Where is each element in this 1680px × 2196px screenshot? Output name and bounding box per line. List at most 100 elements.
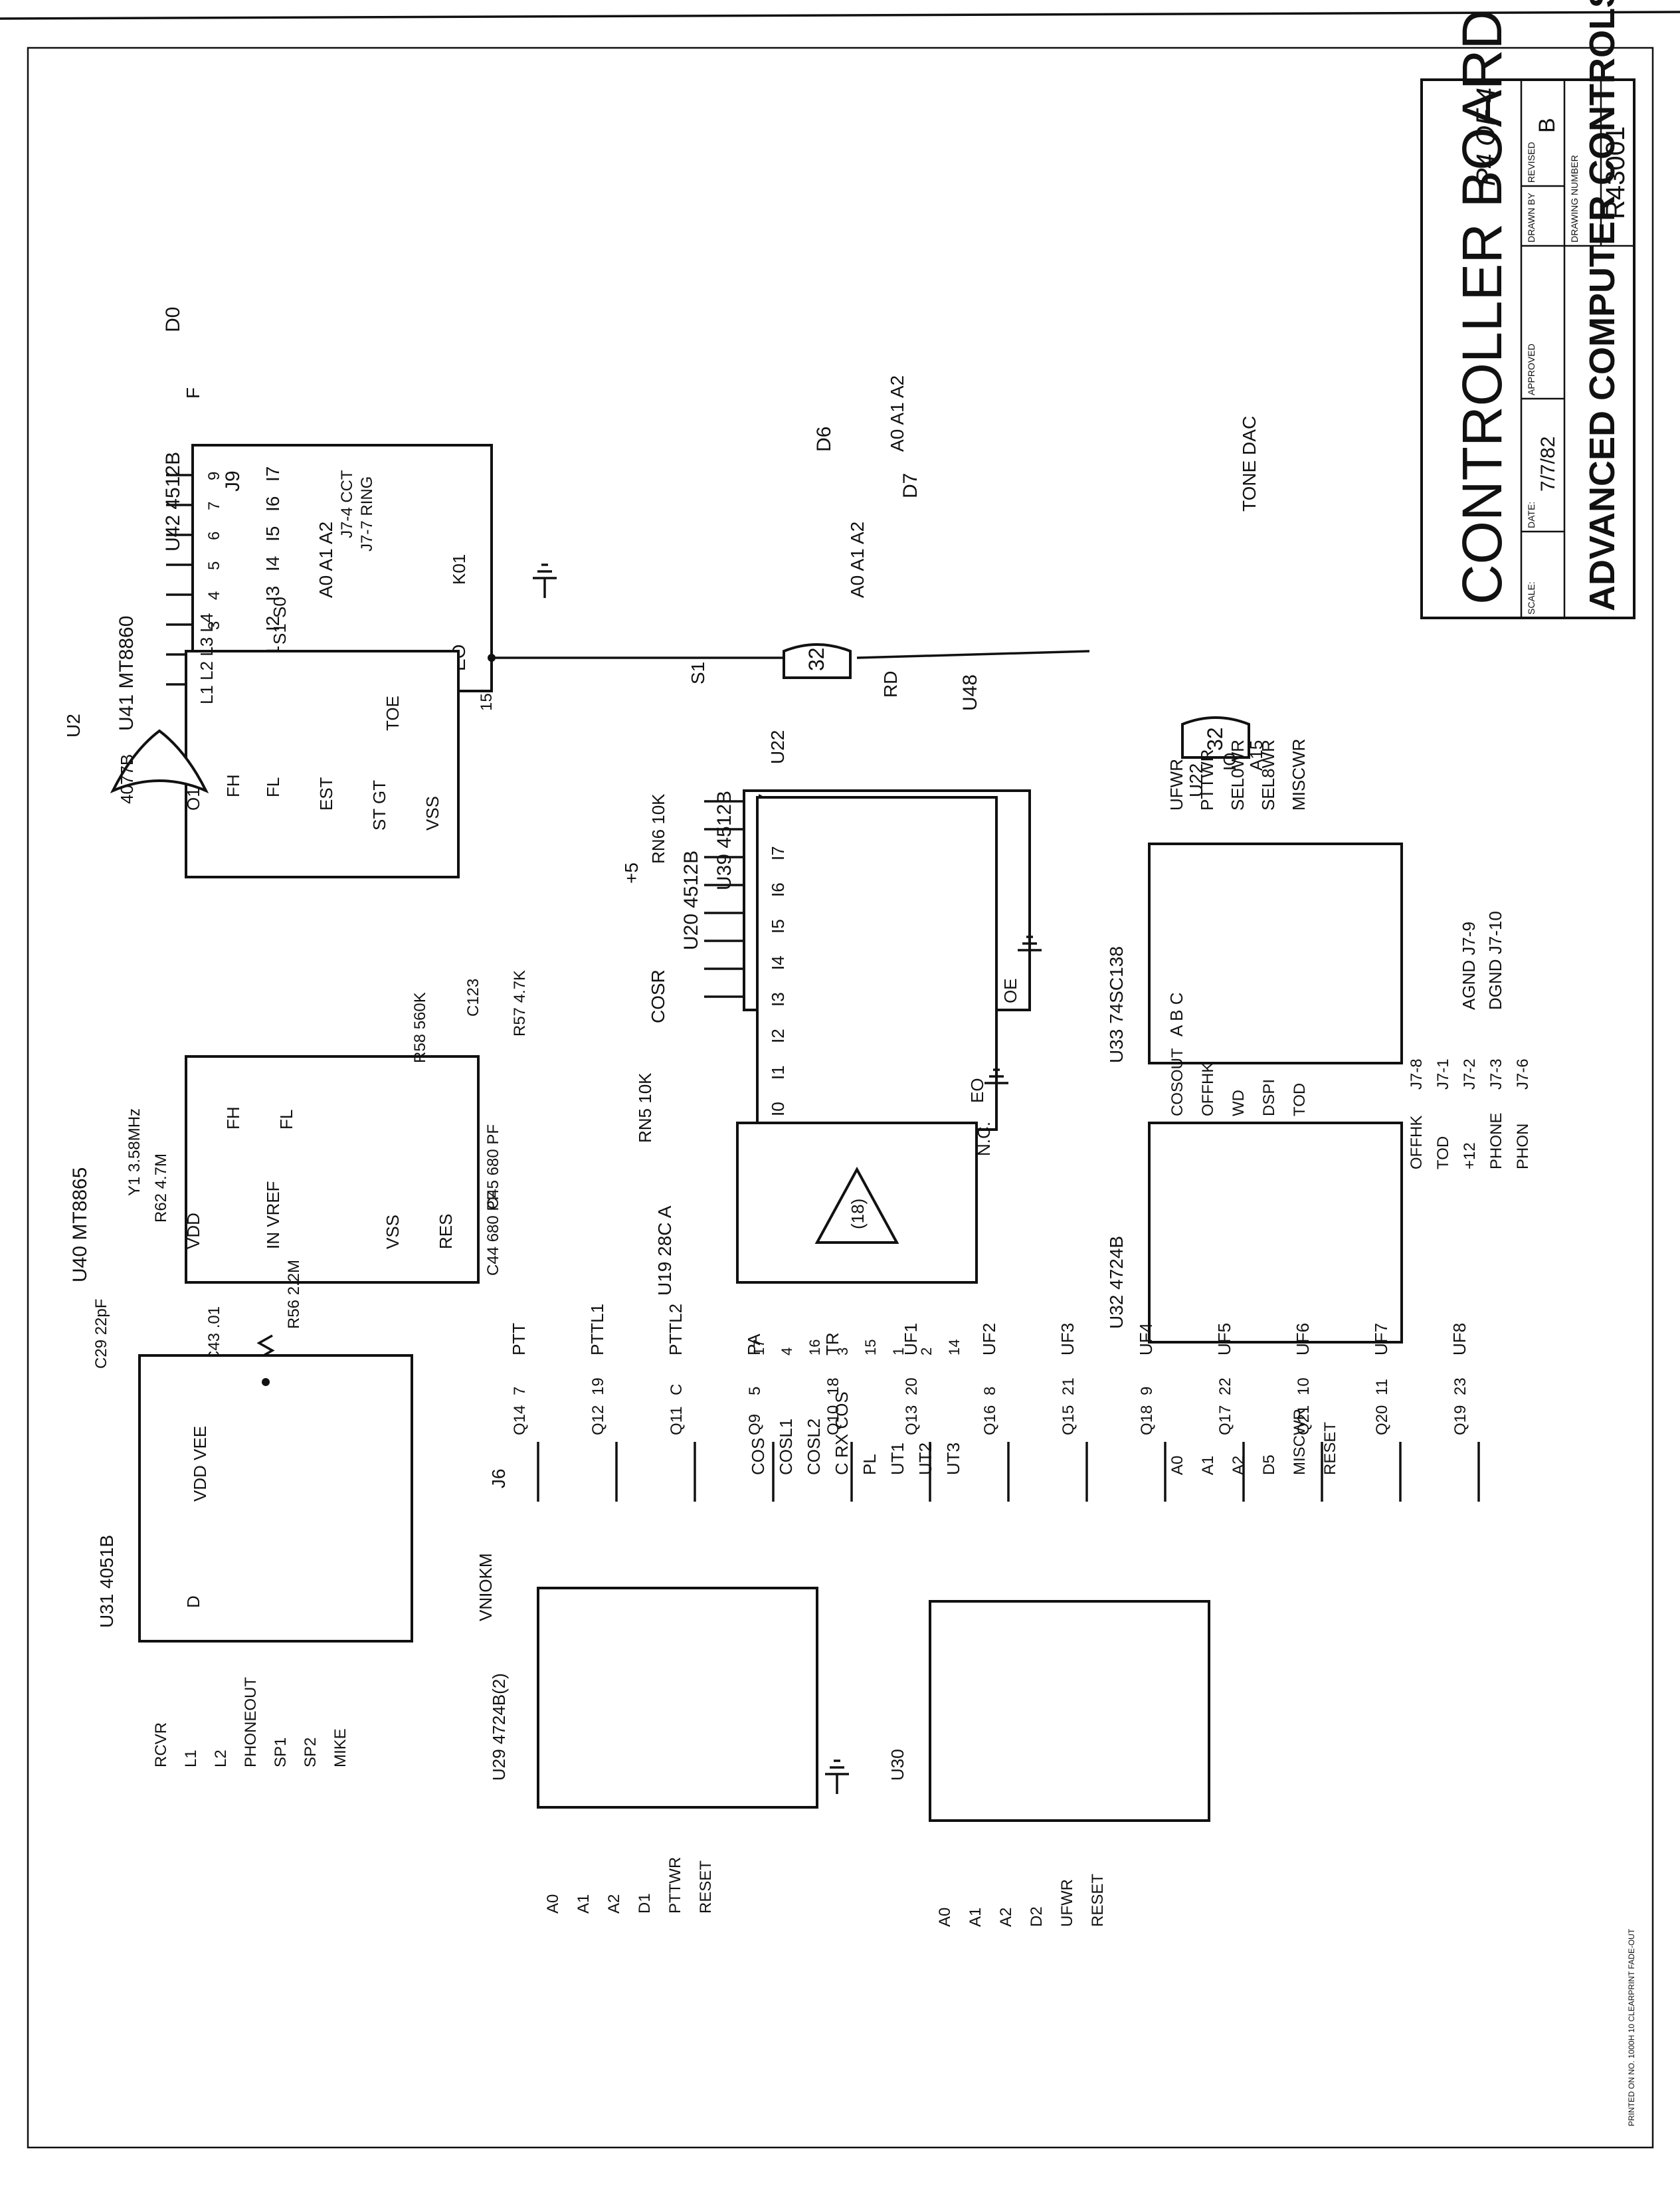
relay-output-name: PTT	[509, 1323, 529, 1355]
u30-input: RESET	[1089, 1874, 1107, 1927]
u20-input-pin: 15	[862, 1340, 879, 1355]
c44-label: C44 680 PF	[484, 1191, 502, 1276]
u30-input: UFWR	[1058, 1879, 1076, 1927]
u32-input: MISCWR	[1291, 1409, 1309, 1475]
jumper-signal: PHON	[1514, 1124, 1532, 1169]
relay-output-name: PTTL1	[587, 1304, 607, 1355]
u20-input-net: COSL1	[776, 1419, 796, 1475]
u41-pin: EST	[316, 777, 336, 811]
u20-input-pin: 16	[806, 1340, 823, 1355]
mux-u42-label: U42 4512B	[162, 452, 184, 551]
u30-input: D2	[1028, 1906, 1046, 1927]
u31-input: L1	[182, 1749, 200, 1767]
u29-input: A1	[575, 1894, 593, 1914]
mux-u42-f: F	[183, 387, 203, 399]
u20-input-net: PL	[860, 1454, 880, 1475]
jumper-pin: J7-2	[1461, 1058, 1479, 1090]
plus5-label: +5	[621, 862, 642, 884]
mux-u42-input: I7	[262, 466, 283, 482]
relay-output-name: UF1	[901, 1323, 921, 1355]
junction-dot	[262, 1378, 270, 1386]
u41-pin: FL	[263, 777, 283, 797]
title-text: CONTROLLER BOARD	[1451, 9, 1513, 605]
u33-output: SEL8WR	[1258, 740, 1278, 811]
u29-label: U29 4724B(2)	[489, 1673, 509, 1781]
r56-label: R56 2.2M	[285, 1260, 303, 1329]
ground-note: DGND J7-10	[1485, 911, 1505, 1010]
u41-pin: O1	[183, 787, 203, 811]
relay-pin: 20	[903, 1377, 921, 1395]
u33-output: SEL0WR	[1228, 740, 1248, 811]
relay-output-name: UF2	[979, 1323, 999, 1355]
mux-u42-input: I6	[262, 496, 283, 512]
relay-output-name: UF7	[1371, 1323, 1391, 1355]
vniokm-label: VNIOKM	[476, 1553, 496, 1621]
drawing-number: R43001	[1601, 126, 1630, 219]
u30-input: A2	[997, 1908, 1015, 1927]
c43-label: C43 .01	[205, 1306, 223, 1362]
relay-output-name: TR	[822, 1332, 842, 1355]
u40-pin: FH	[223, 1106, 243, 1130]
k01-label: K01	[449, 554, 469, 585]
relay-output-name: UF6	[1293, 1323, 1313, 1355]
mux-u42-sel-nets: A0 A1 A2	[316, 522, 336, 598]
j7-7-label: J7-7 RING	[358, 476, 376, 551]
relay-transistor: Q20	[1373, 1405, 1391, 1435]
cosr-label: COSR	[648, 969, 668, 1023]
u40-body	[185, 1055, 480, 1284]
relay-pin: C	[668, 1384, 686, 1395]
mux-u42-eo-pin: 15	[478, 693, 496, 711]
u41-pin: ST GT	[369, 780, 389, 831]
relay-transistor: Q12	[589, 1405, 607, 1435]
u22b-label: U22	[1186, 763, 1206, 797]
page-number: P4 OF 4	[1471, 88, 1501, 186]
u32-output: COSOUT	[1168, 1048, 1186, 1116]
mux-u42-sel: S1	[270, 623, 290, 645]
relay-pin: 9	[1138, 1387, 1156, 1395]
relay-transistor: Q17	[1216, 1405, 1234, 1435]
a15-net: A15	[1246, 740, 1266, 771]
u31-input: L2	[212, 1749, 230, 1767]
r57-label: R57 4.7K	[511, 970, 529, 1037]
mux-u42-input: I3	[262, 586, 283, 601]
u20-input-net: COS	[748, 1438, 768, 1475]
c123-label: C123	[464, 979, 482, 1017]
scan-edge-line	[0, 11, 1680, 20]
jumper-pin: J7-1	[1434, 1058, 1452, 1090]
u33-inputs: A B C	[1167, 993, 1186, 1037]
u32-output: TOD	[1291, 1083, 1309, 1116]
jumper-signal: OFFHK	[1408, 1116, 1426, 1169]
mux-u20-input: I4	[768, 955, 788, 970]
mux-u20-input: I7	[768, 846, 788, 860]
u20-input-net: UT2	[915, 1443, 935, 1475]
u33-output: UFWR	[1167, 759, 1186, 811]
mux-u39-label: U39 4512B	[713, 791, 735, 890]
u41-pin: VSS	[422, 796, 442, 831]
u40-pin: VDD	[183, 1213, 203, 1249]
relay-transistor: Q18	[1138, 1405, 1156, 1435]
u32-output: DSPI	[1260, 1079, 1278, 1116]
drawn-by-label: DRAWN BY	[1526, 192, 1537, 243]
u20-input-net: UT3	[943, 1443, 963, 1475]
relay-transistor: Q9	[746, 1414, 764, 1435]
nand-gate-u22	[783, 643, 852, 679]
mux-u20-body	[756, 796, 998, 1131]
u30-label: U30	[887, 1749, 907, 1781]
r62-label: R62 4.7M	[152, 1153, 170, 1223]
r58-label: R58 560K	[411, 992, 429, 1063]
u31-pins: VDD VEE	[190, 1426, 210, 1502]
revised-label: REVISED	[1526, 142, 1537, 183]
scale-label: SCALE:	[1526, 581, 1537, 615]
mux-u42-pin-num: 5	[205, 561, 223, 570]
u31-pin: D	[183, 1595, 203, 1608]
u41-pin: FH	[223, 774, 243, 797]
mux-u20-label: U20 4512B	[680, 850, 702, 950]
y1-label: Y1 3.58MHz	[126, 1108, 143, 1196]
u29-input: RESET	[697, 1860, 715, 1914]
u29-input: PTTWR	[666, 1857, 684, 1914]
title-block: CONTROLLER BOARD P4 OF 4 DRAWN BY REVISE…	[1420, 0, 1635, 619]
mux-u20-input: I6	[768, 882, 788, 897]
title-block-frame	[1420, 78, 1635, 619]
mux-u20-input: I1	[768, 1065, 788, 1080]
relay-pin: 22	[1216, 1377, 1234, 1395]
